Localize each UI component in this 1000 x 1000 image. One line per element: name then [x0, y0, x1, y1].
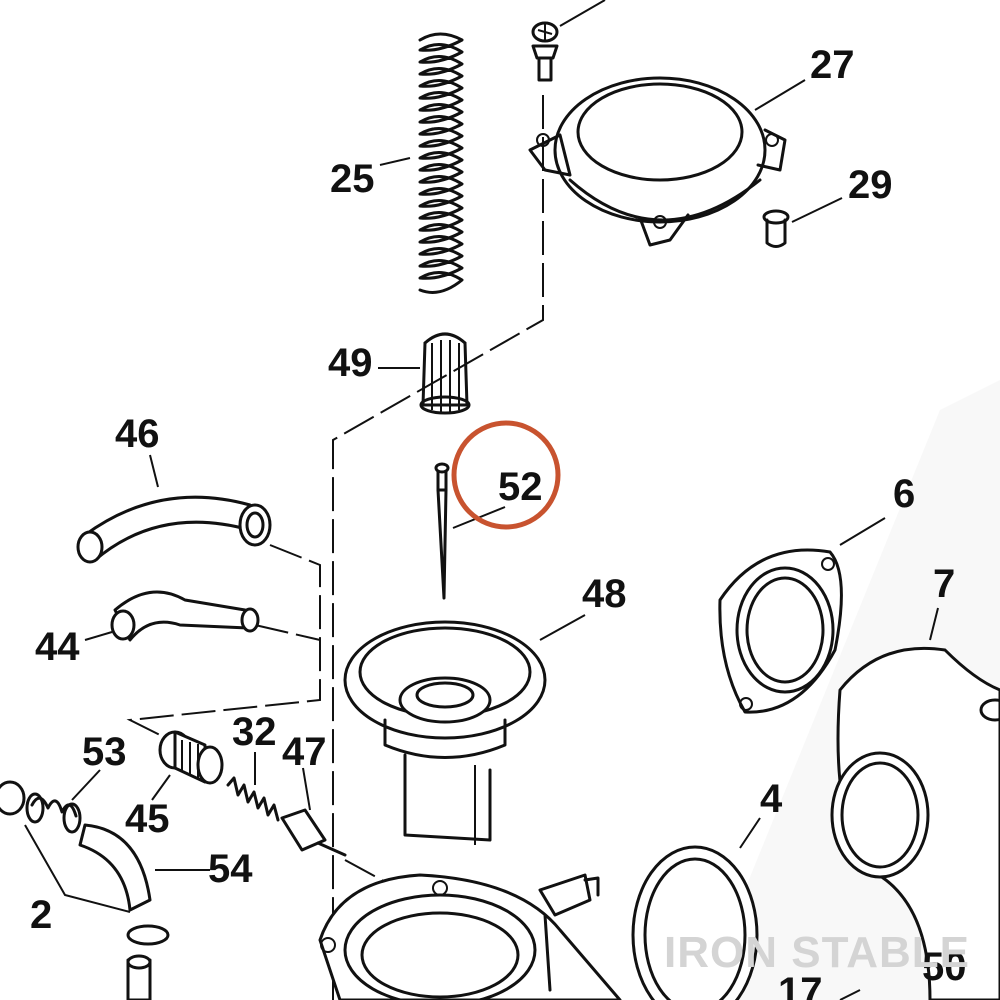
diaphragm-part-48 — [343, 614, 586, 845]
callout-4: 4 — [760, 777, 783, 821]
callout-32: 32 — [232, 710, 277, 754]
callout-25: 25 — [330, 157, 375, 201]
needle-part-52 — [434, 462, 506, 600]
spring-part-53 — [25, 769, 101, 834]
assembly-centerlines — [126, 95, 544, 1000]
callout-44: 44 — [35, 625, 80, 669]
clamp-part-2 — [0, 780, 170, 946]
callout-48: 48 — [582, 572, 627, 616]
retainer-part-49 — [378, 332, 471, 415]
callout-2: 2 — [30, 893, 52, 937]
callout-52: 52 — [498, 465, 543, 509]
fitting-part-45 — [151, 730, 224, 801]
watermark-logo-text: IRON STABLE — [664, 928, 970, 977]
screw-part — [531, 0, 606, 82]
cover-part-27 — [528, 76, 806, 247]
spring-part-32 — [226, 752, 280, 822]
callout-50: 50 — [922, 945, 967, 989]
callout-27: 27 — [810, 43, 855, 87]
bushing-part-29 — [762, 197, 843, 248]
callout-labels: 27 25 29 49 46 52 6 48 7 44 32 47 53 45 … — [30, 43, 967, 1000]
leader-lines-misc — [839, 989, 861, 1000]
callout-7: 7 — [933, 562, 955, 606]
ring-part-4 — [631, 817, 761, 1000]
callout-54: 54 — [208, 847, 253, 891]
hose-part-54 — [78, 823, 210, 912]
spring-part-25 — [379, 32, 464, 294]
callout-47: 47 — [282, 730, 327, 774]
callout-17: 17 — [778, 970, 823, 1000]
intake-part-7 — [830, 607, 1000, 1000]
hose-part-46 — [76, 454, 272, 564]
highlight-ring — [451, 420, 561, 530]
hose-part-44 — [84, 590, 260, 642]
hose-stub — [126, 954, 152, 1000]
carburetor-body — [318, 873, 622, 1000]
callout-29: 29 — [848, 163, 893, 207]
plunger-part-47 — [280, 767, 347, 857]
callout-6: 6 — [893, 472, 915, 516]
callout-46: 46 — [115, 412, 160, 456]
callout-45: 45 — [125, 797, 170, 841]
callout-49: 49 — [328, 341, 373, 385]
gasket-part-6 — [718, 517, 886, 714]
callout-53: 53 — [82, 730, 127, 774]
